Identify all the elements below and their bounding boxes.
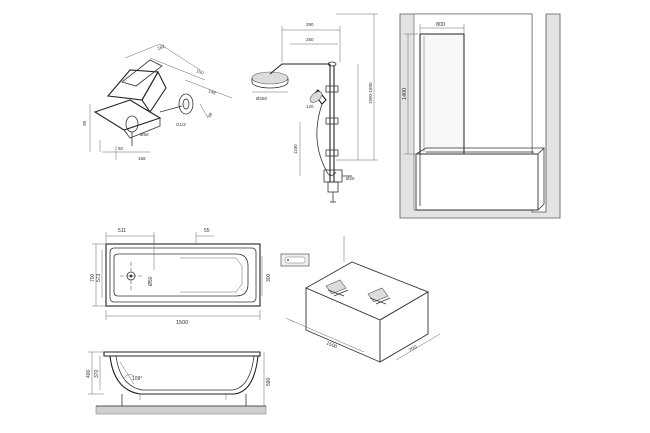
bathtub-plan-drawing: 511 55 700 573 Ø50 300 1500 (90, 228, 272, 326)
plan-inner-height: 573 (96, 273, 102, 282)
plan-length: 1500 (176, 320, 188, 326)
plan-outer-height: 700 (90, 273, 96, 282)
section-height: 400 (86, 369, 92, 378)
plan-right-inner: 300 (266, 273, 272, 282)
faucet-dim-6: Ø50 (140, 132, 149, 137)
faucet-dim-3: 58 (207, 111, 214, 118)
plan-top-right: 55 (204, 228, 210, 234)
section-inner-depth: 370 (94, 369, 100, 378)
plan-top-left: 511 (118, 228, 126, 234)
faucet-dim-4: G1/2 (176, 122, 186, 127)
faucet-dim-7: 50 (118, 146, 124, 151)
shower-dim-5: 1100 (293, 144, 298, 154)
shower-dim-0: 390 (306, 22, 314, 27)
bathtub-section-drawing: 400 370 109° 590 (86, 351, 272, 415)
shower-dim-1: 250 (306, 37, 314, 42)
faucet-dim-2: 148 (208, 88, 217, 95)
iso-length: 1500 (325, 340, 338, 350)
faucet-dim-0: 182 (157, 44, 166, 51)
faucet-dim-8: 158 (138, 156, 146, 161)
bathtub-isometric-drawing: 1500 700 (285, 236, 441, 363)
faucet-dim-5: 38 (82, 120, 87, 126)
bath-screen-drawing: 800 1400 (399, 13, 561, 219)
plan-drain-dia: Ø50 (148, 276, 154, 286)
screen-width: 800 (436, 22, 445, 28)
faucet-dim-1: 150 (196, 68, 205, 75)
faucet-drawing: 182 150 148 58 G1/2 38 Ø50 50 158 (82, 44, 233, 161)
shower-dim-4: 1500-1600 (368, 82, 373, 104)
shower-dim-2: Ø250 (256, 96, 268, 101)
bathtub-thumbnail (280, 253, 310, 267)
shower-dim-3: 120 (306, 104, 314, 109)
iso-width: 700 (408, 344, 418, 353)
shower-column-drawing: 390 250 Ø250 120 1500-1600 1100 Ø20 (251, 13, 378, 203)
section-angle: 109° (132, 376, 142, 382)
shower-dim-6: Ø20 (346, 176, 355, 181)
screen-height: 1400 (402, 88, 408, 100)
section-total-height: 590 (266, 377, 272, 386)
